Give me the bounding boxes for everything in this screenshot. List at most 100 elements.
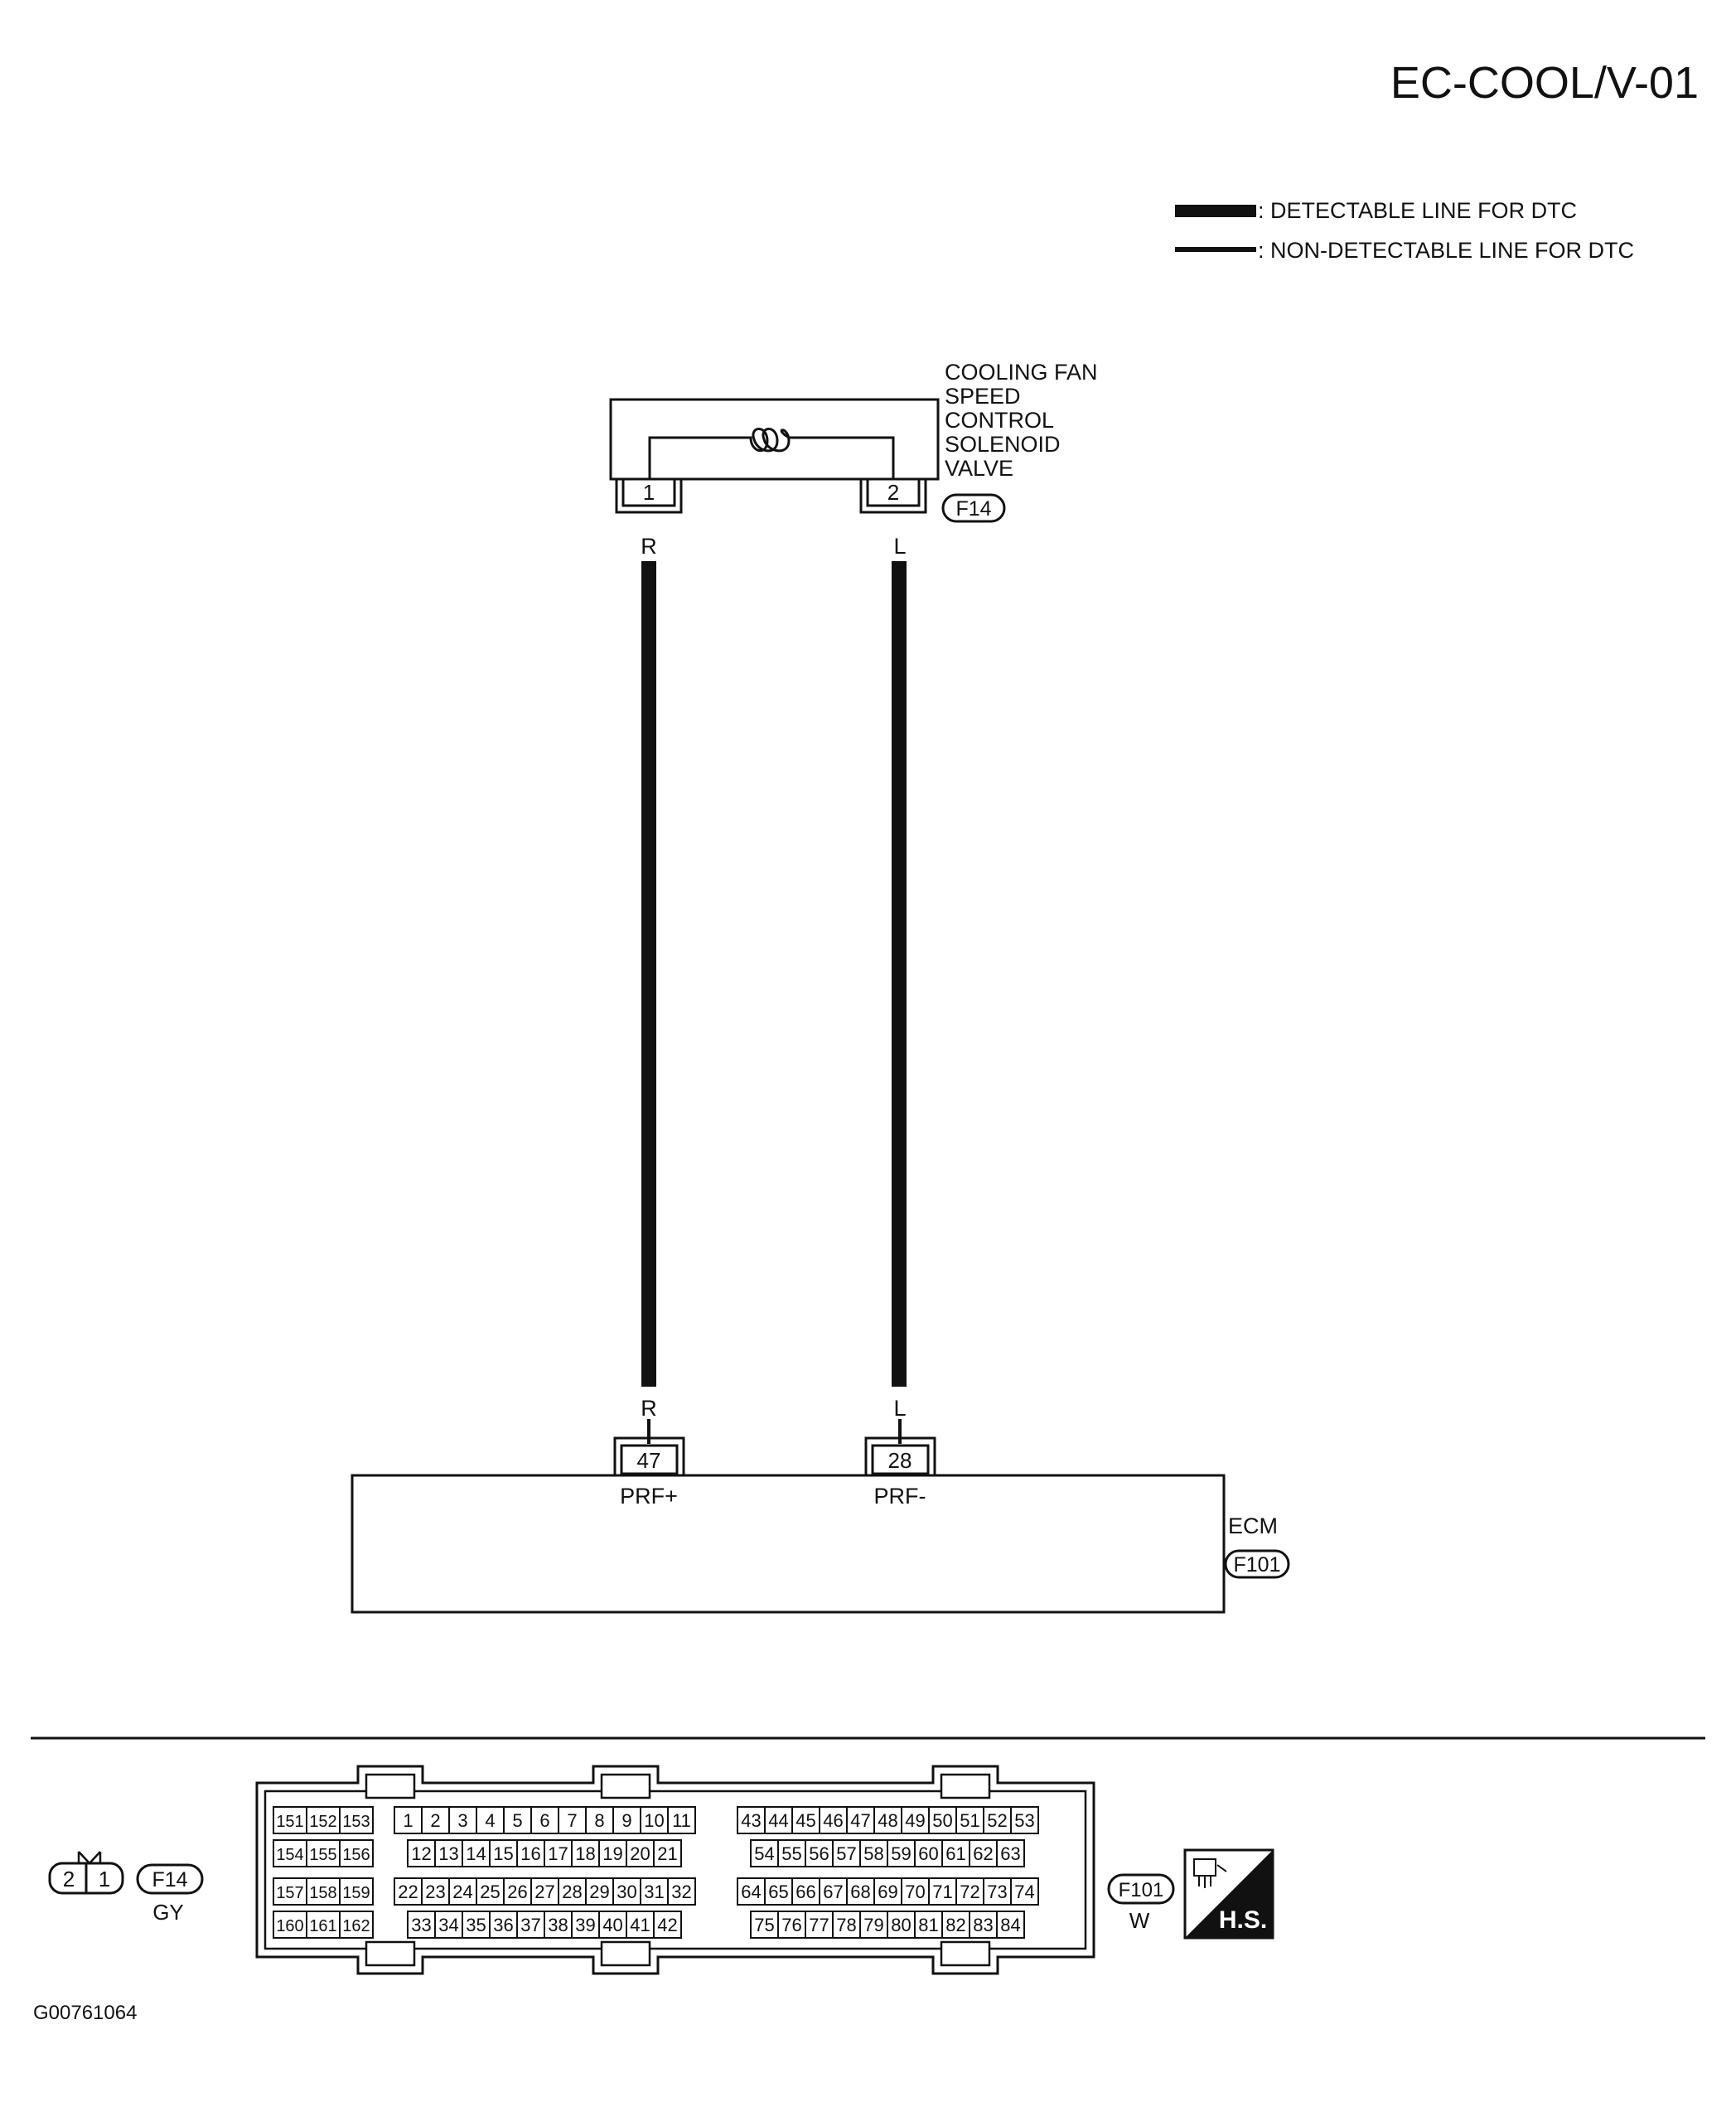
f101-pin-cell: 157 [273, 1877, 307, 1906]
f101-pin-number: 60 [918, 1843, 938, 1864]
f101-pin-number: 28 [562, 1882, 582, 1902]
f101-pin-number: 6 [539, 1810, 549, 1831]
f101-pin-cell: 10 [640, 1806, 669, 1834]
page-code: EC-COOL/V-01 [1390, 58, 1699, 108]
f101-pin-cell: 84 [996, 1911, 1025, 1939]
f101-pin-number: 151 [276, 1813, 303, 1831]
f101-pin-cell: 48 [873, 1806, 902, 1834]
valve-pin-1: 1 [643, 480, 655, 505]
f101-pin-number: 59 [891, 1843, 911, 1864]
f101-pin-number: 9 [621, 1810, 631, 1831]
f101-pin-cell: 5 [503, 1806, 532, 1834]
f101-pin-number: 69 [878, 1882, 897, 1902]
ecm-pin-28: 28 [888, 1448, 912, 1473]
f101-pin-cell: 43 [737, 1806, 766, 1834]
f101-pin-cell: 69 [873, 1877, 902, 1906]
legend-detectable-label: : DETECTABLE LINE FOR DTC [1258, 198, 1577, 223]
f101-pin-number: 55 [781, 1843, 801, 1864]
valve-name-line-5: VALVE [945, 456, 1013, 481]
f101-pin-number: 77 [809, 1915, 829, 1935]
f101-pin-number: 79 [863, 1915, 883, 1935]
f101-pin-number: 42 [657, 1915, 677, 1935]
f101-pin-number: 156 [342, 1846, 370, 1864]
legend: : DETECTABLE LINE FOR DTC : NON-DETECTAB… [1175, 198, 1634, 263]
f101-pin-number: 68 [850, 1882, 870, 1902]
f101-pin-cell: 25 [476, 1877, 505, 1906]
f101-pin-cell: 83 [969, 1911, 998, 1939]
f101-pin-number: 44 [768, 1810, 788, 1831]
f101-pin-cell: 44 [764, 1806, 793, 1834]
f101-face-color: W [1129, 1908, 1150, 1933]
valve-connector-badge [941, 493, 1006, 523]
valve-name-line-3: CONTROL [945, 408, 1054, 433]
f101-pin-number: 57 [836, 1843, 856, 1864]
f101-pin-cell: 8 [585, 1806, 614, 1834]
f101-pin-number: 75 [754, 1915, 774, 1935]
ecm-name: ECM [1228, 1514, 1278, 1538]
f101-pin-cell: 78 [832, 1911, 861, 1939]
f101-pin-cell: 46 [819, 1806, 848, 1834]
f101-pin-cell: 82 [941, 1911, 970, 1939]
f101-pin-cell: 7 [558, 1806, 587, 1834]
f101-pin-cell: 20 [626, 1839, 655, 1867]
f101-pin-cell: 14 [462, 1839, 491, 1867]
f101-pin-number: 37 [520, 1915, 540, 1935]
f101-pin-cell: 15 [489, 1839, 518, 1867]
f101-pin-cell: 34 [434, 1911, 463, 1939]
f101-pin-number: 58 [863, 1843, 883, 1864]
connector-pictogram-icon [1193, 1858, 1227, 1888]
f101-pin-number: 7 [567, 1810, 577, 1831]
f101-pin-cell: 50 [928, 1806, 957, 1834]
f101-pin-cell: 156 [339, 1839, 374, 1867]
f101-pin-number: 84 [1000, 1915, 1020, 1935]
f101-pin-cell: 42 [653, 1911, 682, 1939]
f101-pin-cell: 61 [941, 1839, 970, 1867]
f101-pin-number: 153 [342, 1813, 370, 1831]
f101-pin-cell: 13 [434, 1839, 463, 1867]
f101-pin-number: 47 [850, 1810, 870, 1831]
f101-pin-cell: 33 [407, 1911, 436, 1939]
ecm-signal-prf-minus: PRF- [874, 1484, 926, 1509]
f101-pin-cell: 80 [887, 1911, 916, 1939]
f101-pin-cell: 23 [421, 1877, 450, 1906]
valve-body [609, 398, 940, 481]
f101-pin-cell: 70 [901, 1877, 930, 1906]
f101-pin-number: 82 [945, 1915, 965, 1935]
f101-pin-cell: 55 [777, 1839, 806, 1867]
f101-pin-number: 24 [452, 1882, 472, 1902]
f101-pin-number: 8 [594, 1810, 604, 1831]
f101-pin-cell: 161 [306, 1911, 341, 1939]
f101-pin-cell: 59 [887, 1839, 916, 1867]
f101-pin-cell: 16 [516, 1839, 545, 1867]
f101-pin-cell: 151 [273, 1806, 307, 1834]
f101-pin-number: 18 [575, 1843, 595, 1864]
f101-pin-cell: 67 [819, 1877, 848, 1906]
f101-pin-cell: 36 [489, 1911, 518, 1939]
f101-pin-number: 25 [480, 1882, 500, 1902]
f101-housing-outer [255, 1765, 1095, 1975]
f101-pin-cell: 3 [448, 1806, 477, 1834]
f101-pin-cell: 27 [530, 1877, 559, 1906]
f101-pin-number: 45 [795, 1810, 815, 1831]
f101-pin-number: 13 [438, 1843, 458, 1864]
wire-color-pin47-bottom: R [641, 1396, 657, 1421]
f101-pin-cell: 53 [1010, 1806, 1039, 1834]
ecm-pin-28-terminal: 28 [864, 1436, 936, 1475]
f101-pin-cell: 65 [764, 1877, 793, 1906]
f101-pin-cell: 22 [394, 1877, 423, 1906]
f101-pin-cell: 75 [750, 1911, 779, 1939]
f101-pin-number: 41 [630, 1915, 650, 1935]
f101-pin-number: 5 [512, 1810, 522, 1831]
f14-face-color: GY [152, 1900, 184, 1925]
f101-pin-number: 21 [657, 1843, 677, 1864]
f101-pin-cell: 56 [805, 1839, 834, 1867]
f101-pin-cell: 155 [306, 1839, 341, 1867]
f101-pin-cell: 68 [846, 1877, 875, 1906]
legend-non-detectable-label: : NON-DETECTABLE LINE FOR DTC [1258, 238, 1634, 263]
f101-pin-cell: 40 [598, 1911, 627, 1939]
f101-pin-number: 50 [932, 1810, 952, 1831]
valve-pin-1-terminal: 1 [615, 477, 683, 514]
f101-pin-number: 33 [411, 1915, 431, 1935]
ecm-module: 47 28 PRF+ PRF- ECM F101 [351, 1436, 1290, 1614]
f101-pin-number: 20 [630, 1843, 650, 1864]
